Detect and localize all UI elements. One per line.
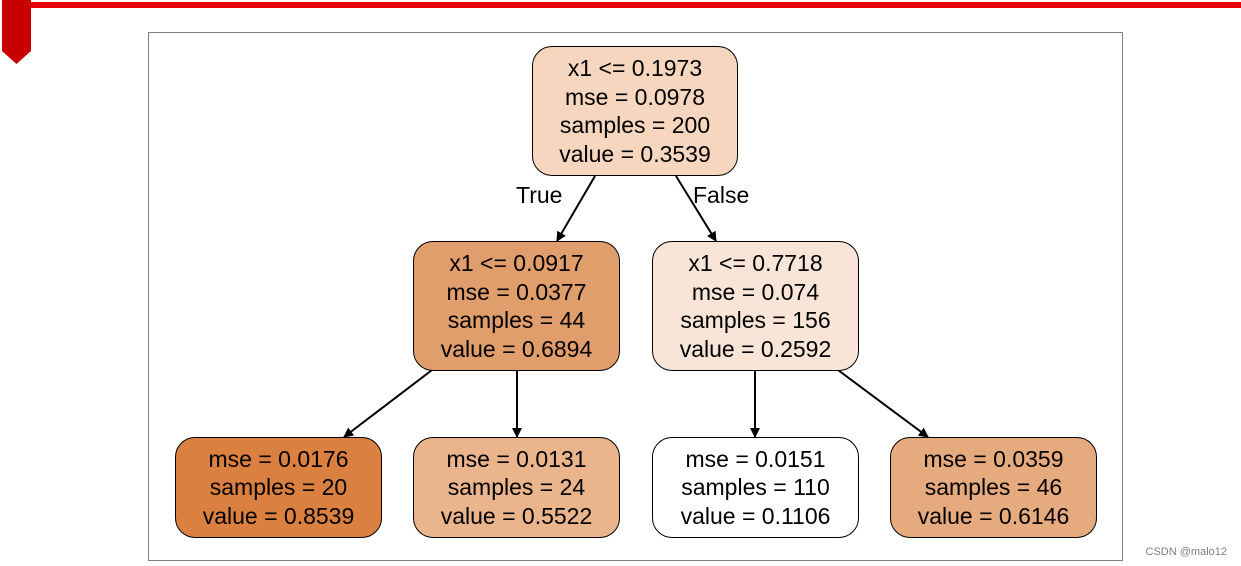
node-samples: samples = 24 — [447, 474, 586, 501]
node-samples: samples = 156 — [680, 307, 831, 333]
tree-node-root: x1 <= 0.1973 mse = 0.0978 samples = 200 … — [532, 46, 738, 176]
edge-label-true: True — [516, 182, 563, 208]
node-samples: samples = 44 — [447, 307, 586, 333]
node-mse: mse = 0.0377 — [446, 278, 587, 305]
accent-line — [31, 2, 1241, 8]
watermark: CSDN @malo12 — [1145, 546, 1227, 558]
node-samples: samples = 46 — [924, 474, 1063, 501]
tree-leaf-left-right: mse = 0.0131 samples = 24 value = 0.5522 — [413, 437, 620, 538]
bookmark-icon — [2, 0, 31, 64]
node-mse: mse = 0.074 — [691, 278, 820, 305]
tree-leaf-left-left: mse = 0.0176 samples = 20 value = 0.8539 — [175, 437, 382, 538]
node-value: value = 0.6146 — [917, 502, 1070, 529]
node-value: value = 0.8539 — [202, 502, 355, 529]
node-split: x1 <= 0.7718 — [688, 250, 823, 276]
node-samples: samples = 200 — [559, 112, 711, 138]
node-value: value = 0.5522 — [440, 502, 593, 529]
node-mse: mse = 0.0151 — [685, 445, 826, 472]
tree-leaf-right-right: mse = 0.0359 samples = 46 value = 0.6146 — [890, 437, 1097, 538]
node-mse: mse = 0.0978 — [564, 83, 705, 110]
tree-node-right: x1 <= 0.7718 mse = 0.074 samples = 156 v… — [652, 241, 859, 371]
node-samples: samples = 20 — [209, 474, 348, 501]
node-mse: mse = 0.0176 — [208, 445, 349, 472]
top-accent-bar — [0, 0, 1241, 8]
node-split: x1 <= 0.0917 — [449, 250, 584, 276]
tree-node-left: x1 <= 0.0917 mse = 0.0377 samples = 44 v… — [413, 241, 620, 371]
edge-label-false: False — [693, 182, 750, 208]
node-value: value = 0.3539 — [559, 140, 711, 167]
node-value: value = 0.1106 — [680, 502, 831, 529]
tree-leaf-right-left: mse = 0.0151 samples = 110 value = 0.110… — [652, 437, 859, 538]
node-mse: mse = 0.0131 — [446, 445, 587, 472]
node-mse: mse = 0.0359 — [923, 445, 1064, 472]
node-samples: samples = 110 — [681, 474, 830, 501]
node-value: value = 0.2592 — [679, 335, 832, 362]
node-value: value = 0.6894 — [440, 335, 593, 362]
node-split: x1 <= 0.1973 — [567, 55, 703, 81]
